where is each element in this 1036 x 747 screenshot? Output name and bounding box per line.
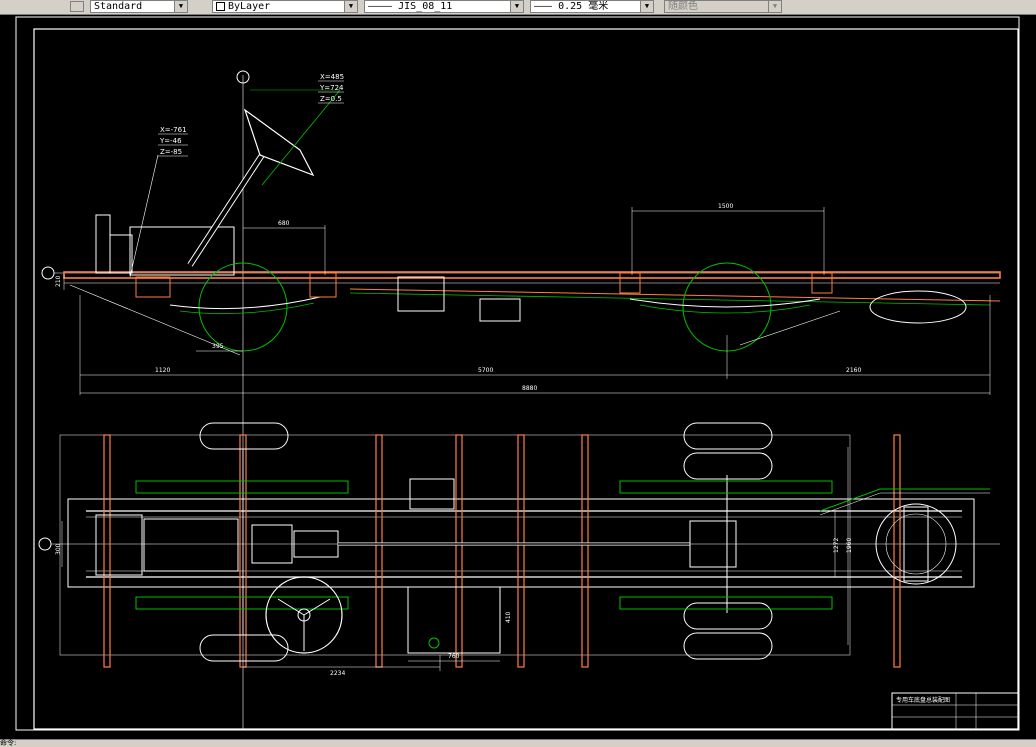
rear-tire-bottom-outer [683,632,773,660]
radiator [95,214,111,274]
svg-text:210: 210 [55,275,62,287]
svg-text:1960: 1960 [846,538,853,553]
side-dimensions: 1500 680 1120 5700 2160 8880 395 210 [55,203,991,395]
rear-tire-top-inner [683,452,773,480]
color-swatch-icon [216,1,225,11]
inner-frame [33,28,1019,730]
lineweight-label: 0.25 毫米 [558,1,609,12]
text-style-icon[interactable] [70,1,84,12]
fuel-tank [479,298,521,322]
svg-text:X=-761: X=-761 [160,126,187,134]
engine-block [129,226,235,276]
clutch-housing [251,524,293,564]
rear-hanger-1 [619,272,641,294]
svg-text:300: 300 [55,543,62,555]
engine-plan [143,518,239,572]
drawing-svg: X=485 Y=724 Z=0.5 X=-761 Y=-46 Z=-85 150… [15,16,1020,731]
rear-leaf-spring [629,298,821,308]
text-style-select[interactable]: Standard ▼ [90,0,188,13]
svg-text:1500: 1500 [718,203,733,210]
svg-text:8880: 8880 [522,385,537,392]
svg-text:Y=-46: Y=-46 [159,137,182,145]
svg-text:X=485: X=485 [320,73,344,81]
fuel-tank-plan [407,586,501,654]
svg-text:Y=724: Y=724 [319,84,344,92]
front-tire-top [199,422,289,450]
chevron-down-icon: ▼ [768,1,781,12]
plan-springs [135,480,833,610]
lineweight-select[interactable]: ——— 0.25 毫米 ▼ [530,0,654,13]
coord-label-1: X=485 Y=724 Z=0.5 [318,73,344,104]
svg-text:1120: 1120 [155,367,170,374]
overall-envelope [59,434,851,656]
svg-text:2160: 2160 [846,367,861,374]
rear-differential [689,520,737,568]
plan-dimensions: 2234 760 410 1272 1960 300 [55,447,853,677]
fan-shroud [109,234,133,274]
front-hanger [309,272,337,298]
svg-text:Z=-85: Z=-85 [160,148,182,156]
svg-text:5700: 5700 [478,367,493,374]
svg-text:395: 395 [212,343,224,350]
command-prompt: 命令: [0,739,17,747]
coord-label-2: X=-761 Y=-46 Z=-85 [158,126,188,157]
front-mount [135,276,171,298]
title-block: 专用车底盘总装配图 [891,692,1019,730]
chevron-down-icon: ▼ [510,1,523,12]
outer-frame [15,16,1020,731]
axis-bubble-plan [38,537,52,551]
steering-wheel [243,108,315,177]
axis-bubble-left [41,266,55,280]
gearbox [397,276,445,312]
layer-select[interactable]: ByLayer ▼ [212,0,358,13]
brake-line [349,292,991,306]
cross-members [103,434,901,668]
rear-hanger-2 [811,272,833,294]
dropdown-left-stub[interactable] [0,1,8,12]
chevron-down-icon: ▼ [640,1,653,12]
front-tire-bottom [199,634,289,662]
chevron-down-icon: ▼ [344,1,357,12]
axis-bubble-top [236,70,250,84]
command-line[interactable]: 命令: [0,739,1036,747]
linetype-label: JIS_08_11 [398,1,453,12]
svg-text:2234: 2234 [330,670,345,677]
body-outline [67,498,975,588]
battery-box [409,478,455,510]
svg-text:Z=0.5: Z=0.5 [320,95,342,103]
rear-tire-top-outer [683,422,773,450]
svg-text:410: 410 [505,611,512,623]
front-leaf-spring [169,296,321,310]
exhaust-line [349,288,1001,302]
spare-tire [869,290,967,324]
chevron-down-icon: ▼ [174,1,187,12]
layer-label: ByLayer [228,1,271,12]
svg-text:1272: 1272 [833,538,840,553]
exhaust-pipe-plan [819,488,990,512]
radiator-plan [95,514,143,576]
properties-toolbar: Standard ▼ ByLayer ▼ ———— JIS_08_11 ▼ ——… [0,0,1036,15]
rear-tire-bottom-inner [683,602,773,630]
linetype-select[interactable]: ———— JIS_08_11 ▼ [364,0,524,13]
side-view: X=485 Y=724 Z=0.5 X=-761 Y=-46 Z=-85 150… [41,70,1001,730]
svg-text:680: 680 [278,220,290,227]
spare-tire-plan [875,503,957,585]
plotstyle-select[interactable]: 随颜色 ▼ [664,0,782,13]
steering-wheel-plan [265,576,343,654]
drawing-title: 专用车底盘总装配图 [896,696,950,704]
drawing-canvas[interactable]: X=485 Y=724 Z=0.5 X=-761 Y=-46 Z=-85 150… [0,15,1036,739]
plan-view: 2234 760 410 1272 1960 300 [38,422,1000,677]
svg-text:760: 760 [448,653,460,660]
